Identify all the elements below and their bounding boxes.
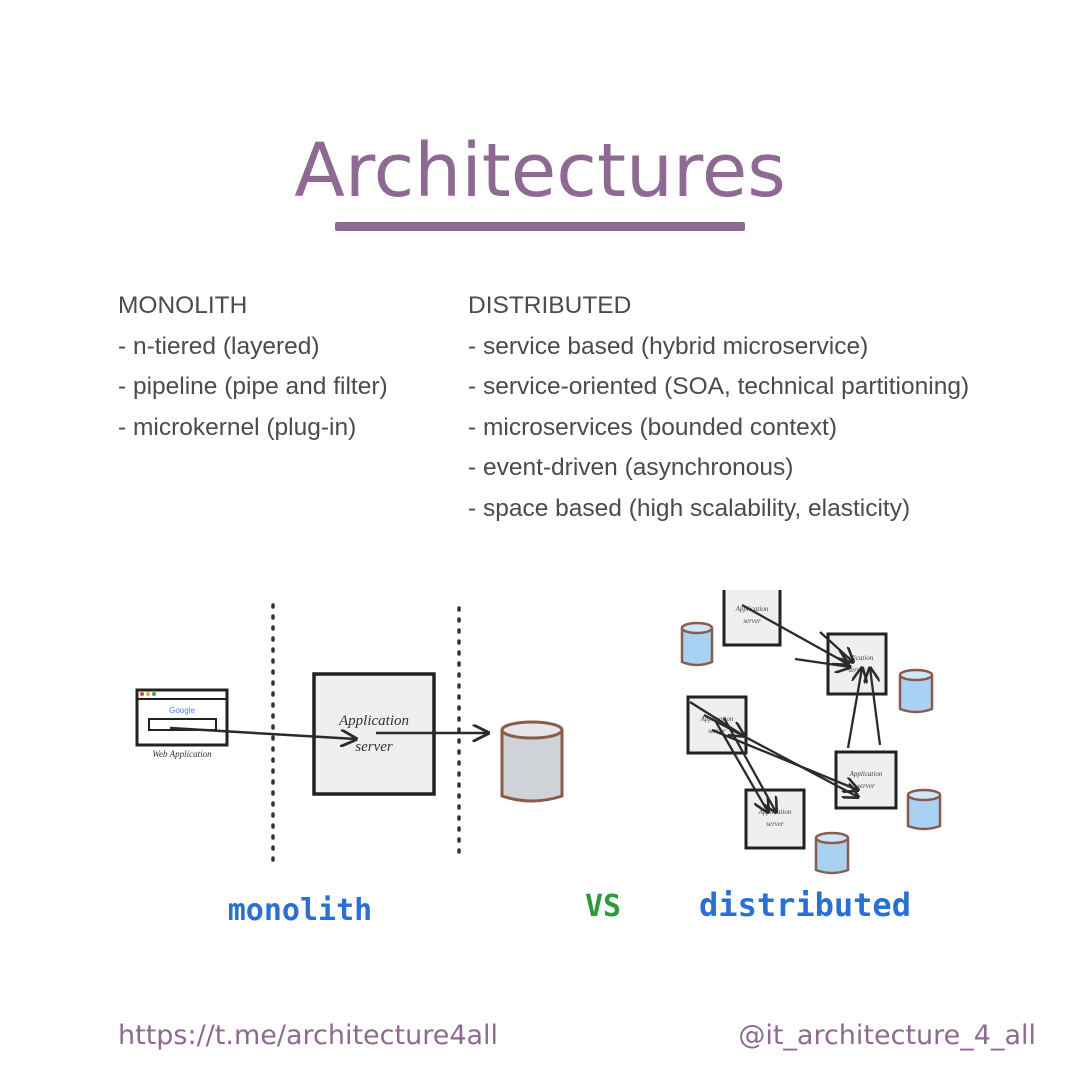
service-node: Application server: [722, 590, 782, 647]
web-application-icon: Google Web Application: [135, 688, 229, 759]
service-node-label: server: [857, 782, 875, 790]
service-node: Application server: [744, 788, 806, 850]
monolith-item: - pipeline (pipe and filter): [118, 373, 388, 400]
distributed-column: DISTRIBUTED - service based (hybrid micr…: [468, 286, 969, 529]
monolith-heading: MONOLITH: [118, 292, 248, 319]
service-node-label: Application: [735, 605, 769, 613]
label-distributed: distributed: [699, 886, 911, 924]
label-vs: VS: [585, 889, 621, 924]
database-icon: [898, 668, 934, 714]
service-node-label: Application: [840, 654, 874, 662]
service-node: Application server: [834, 750, 898, 810]
database-icon: [500, 720, 564, 803]
footer-link[interactable]: https://t.me/architecture4all: [118, 1020, 499, 1051]
arrow: [169, 726, 356, 739]
distributed-heading: DISTRIBUTED: [468, 292, 632, 319]
service-node-label: server: [848, 666, 866, 674]
footer-handle: @it_architecture_4_all: [738, 1020, 1036, 1051]
distributed-item: - service based (hybrid microservice): [468, 332, 869, 360]
browser-brand: Google: [169, 706, 195, 715]
browser-label: Web Application: [152, 749, 212, 759]
monolith-item: - microkernel (plug-in): [118, 413, 357, 441]
distributed-item: - event-driven (asynchronous): [468, 454, 794, 481]
service-node-label: server: [743, 617, 761, 625]
app-server-label-line1: Application: [338, 713, 409, 729]
database-icon: [814, 831, 850, 875]
distributed-item: - service-oriented (SOA, technical parti…: [468, 373, 970, 400]
service-node-label: server: [766, 820, 784, 828]
database-icon: [680, 621, 714, 667]
label-monolith: monolith: [228, 893, 373, 928]
database-icon: [906, 788, 942, 831]
app-server-label-line2: server: [355, 739, 393, 755]
service-node-label: Application: [849, 770, 883, 778]
distributed-item: - microservices (bounded context): [468, 413, 838, 441]
service-arrows: [689, 603, 882, 812]
architecture-sketch: Google Web Application Application serve…: [135, 590, 942, 928]
monolith-column: MONOLITH - n-tiered (layered) - pipeline…: [118, 286, 388, 448]
distributed-item: - space based (high scalability, elastic…: [468, 494, 911, 522]
monolith-item: - n-tiered (layered): [118, 332, 320, 360]
title-underline: [335, 222, 745, 231]
page-title: Architectures: [294, 128, 786, 214]
